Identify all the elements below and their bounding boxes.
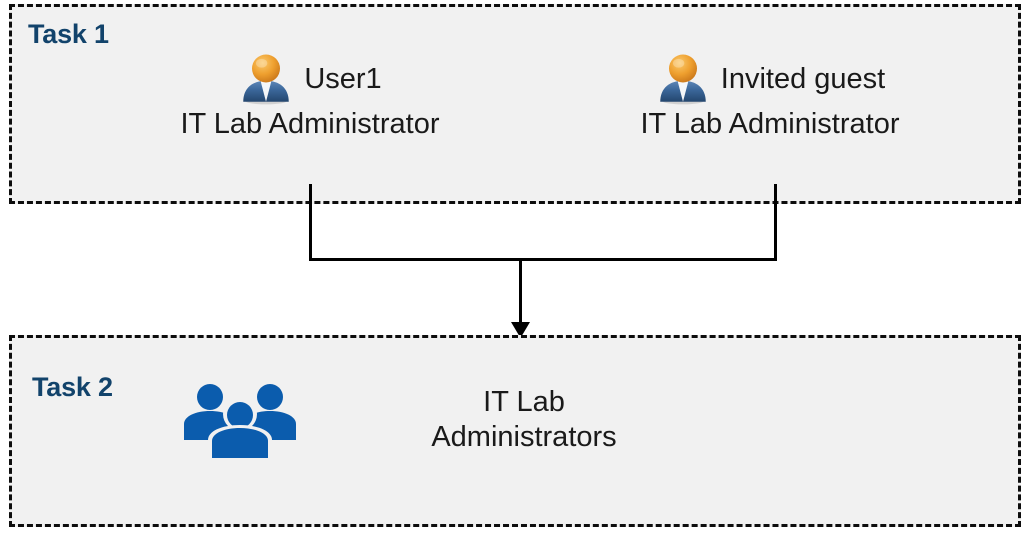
user-icon [655,51,711,107]
task-2-label: Task 2 [32,372,113,402]
user-icon [238,51,294,107]
task-1-label: Task 1 [28,19,109,49]
group-name-line-2: Administrators [431,421,617,453]
person-role: IT Lab Administrator [180,108,440,140]
person-name: User1 [304,62,382,95]
person-name: Invited guest [720,62,886,95]
person-card-invited-guest: Invited guest IT Lab Administrator [570,52,970,141]
group-card-it-lab-administrators: IT Lab Administrators [180,378,700,462]
group-of-people-icon [180,378,300,462]
group-name-line-1: IT Lab [483,386,565,419]
person-card-user1-row: User1 [110,52,510,106]
task-1-container [9,4,1021,204]
task-2-container [9,335,1021,527]
person-role: IT Lab Administrator [640,108,900,140]
person-card-user1: User1 IT Lab Administrator [110,52,510,141]
person-card-invited-guest-row: Invited guest [570,52,970,106]
group-name: IT Lab Administrators [348,385,700,455]
